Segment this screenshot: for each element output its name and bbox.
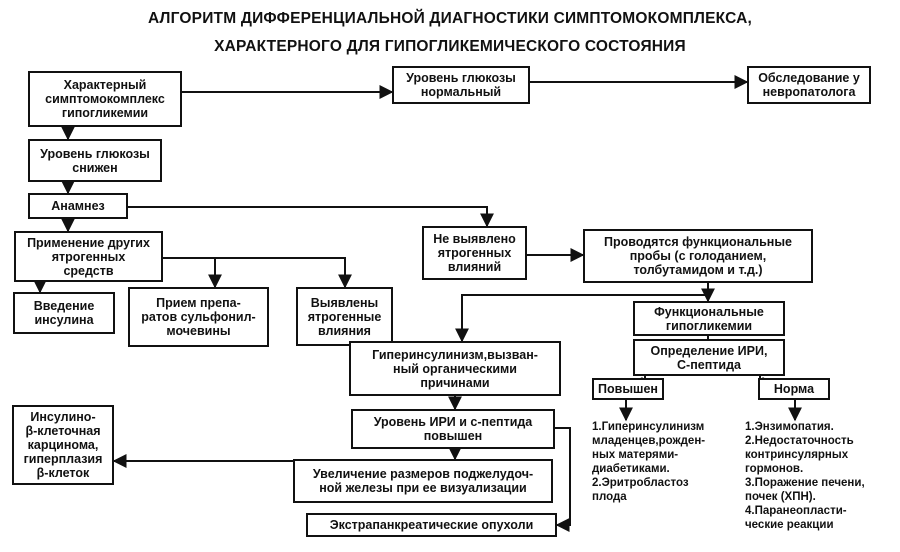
box-glucose-low: Уровень глюкозы снижен [28,139,162,182]
box-pancreas-enlarged: Увеличение размеров поджелудоч- ной желе… [293,459,553,503]
box-symptom-complex: Характерный симптомокомплекс гипогликеми… [28,71,182,127]
box-functional-hypo: Функциональные гипогликемии [633,301,785,336]
box-other-iatrogenic: Применение других ятрогенных средств [14,231,163,282]
link-other-to-iatrogenic [163,257,352,289]
box-hyperinsulinism: Гиперинсулинизм,вызван- ный органическим… [349,341,561,396]
box-increased: Повышен [592,378,664,400]
link-other-to-sulfonylurea [163,257,222,289]
box-functional-tests: Проводятся функциональные пробы (с голод… [583,229,813,283]
box-iri-determination: Определение ИРИ, С-пептида [633,339,785,376]
note-norm-list: 1.Энзимопатия. 2.Недостаточность контрин… [745,421,865,531]
box-sulfonylurea: Прием препа- ратов сульфонил- мочевины [128,287,269,347]
link-anamnesis-to-no-iatrogenic [128,206,494,228]
diagram-title-line-1: АЛГОРИТМ ДИФФЕРЕНЦИАЛЬНОЙ ДИАГНОСТИКИ СИ… [147,10,753,27]
box-extrapancreatic: Экстрапанкреатические опухоли [306,513,557,537]
box-anamnesis: Анамнез [28,193,128,219]
note-raised-list: 1.Гиперинсулинизм младенцев,рожден- ных … [592,421,706,503]
box-no-iatrogenic: Не выявлено ятрогенных влияний [422,226,527,280]
link-iri-raised-to-extrapancreatic [555,427,571,532]
box-glucose-normal: Уровень глюкозы нормальный [392,66,530,104]
diagram-title-line-2: ХАРАКТЕРНОГО ДЛЯ ГИПОГЛИКЕМИЧЕСКОГО СОСТ… [214,38,686,55]
box-iri-raised: Уровень ИРИ и с-пептида повышен [351,409,555,449]
box-norm: Норма [758,378,830,400]
box-insulinoma: Инсулино- β-клеточная карцинома, гиперпл… [12,405,114,485]
box-neuro-exam: Обследование у невропатолога [747,66,871,104]
box-insulin-injection: Введение инсулина [13,292,115,334]
box-iatrogenic-found: Выявлены ятрогенные влияния [296,287,393,346]
